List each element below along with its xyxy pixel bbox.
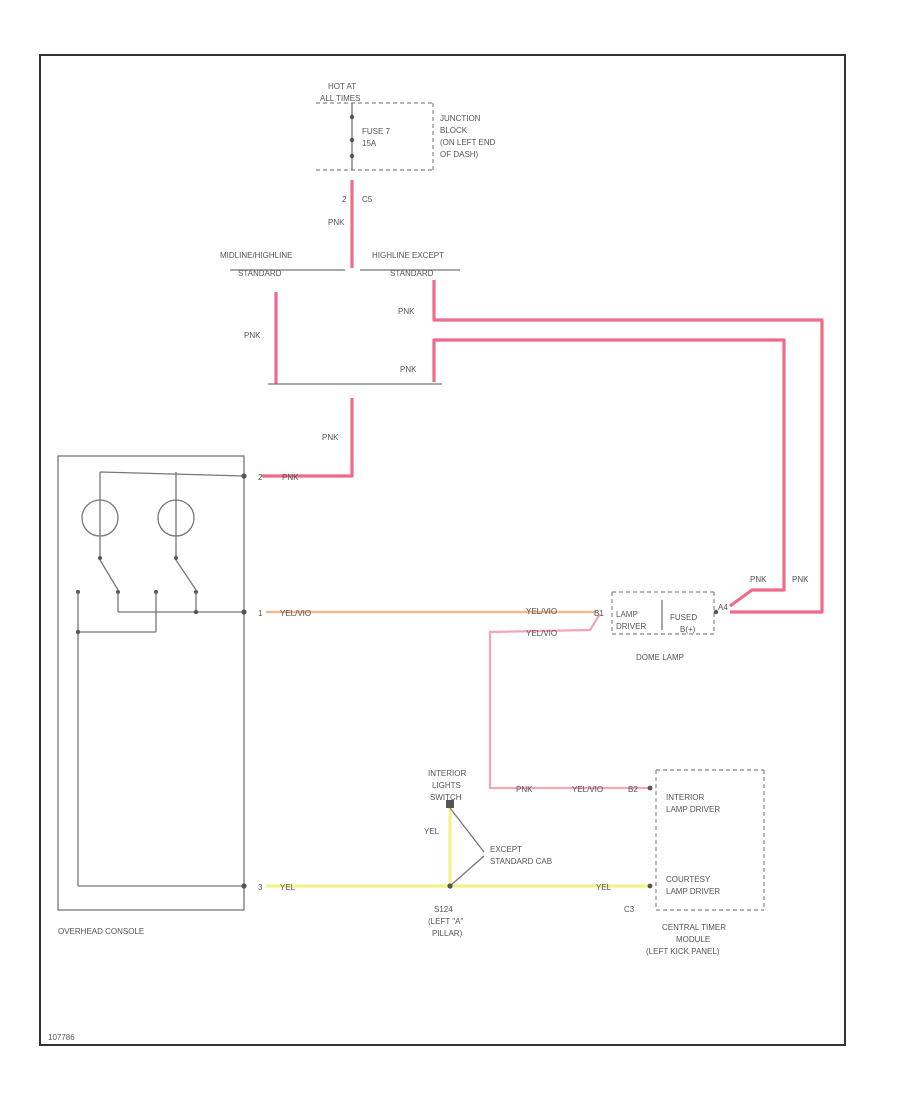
connector-c5-label: C5	[362, 195, 373, 204]
interior-lamp-driver-label: INTERIOR	[666, 793, 704, 802]
yel-vio-label-2: YEL/VIO	[526, 607, 557, 616]
switch-right-icon	[175, 559, 197, 591]
option-left-label: MIDLINE/HIGHLINE	[220, 251, 292, 260]
hot-at-label: HOT AT	[328, 82, 356, 91]
console-pin-3: 3	[258, 883, 263, 892]
overhead-console-label: OVERHEAD CONSOLE	[58, 927, 144, 936]
splice-loc-label-2: PILLAR)	[432, 929, 463, 938]
option-right-label-2: STANDARD	[390, 269, 434, 278]
pink-wires	[262, 180, 824, 614]
yel-vio-wire-down	[488, 613, 648, 790]
junction-block-label: JUNCTION	[440, 114, 481, 123]
except-standard-cab-label-2: STANDARD CAB	[490, 857, 552, 866]
figure-id: 107786	[48, 1033, 75, 1042]
yel-vio-label-4: YEL/VIO	[572, 785, 603, 794]
pnk-label-8: PNK	[792, 575, 809, 584]
interior-lights-switch-icon	[446, 800, 454, 808]
all-times-label: ALL TIMES	[320, 94, 360, 103]
splice-label: S124	[434, 905, 453, 914]
connector-c5-pin: 2	[342, 195, 347, 204]
junction-block: HOT AT ALL TIMES FUSE 7 15A JUNCTION BLO…	[316, 82, 496, 204]
ctm-label-3: (LEFT KICK PANEL)	[646, 947, 720, 956]
junction-block-label-4: OF DASH)	[440, 150, 479, 159]
diagram-border	[39, 54, 846, 1046]
ctm-pin-b2: B2	[628, 785, 638, 794]
yellow-wires: YEL YEL YEL INTERIOR LIGHTS SWITCH EXCEP…	[266, 769, 648, 938]
fused-b-label-2: B(+)	[680, 625, 696, 634]
ctm-pin-c3: C3	[624, 905, 635, 914]
splice-dot	[447, 883, 453, 889]
courtesy-lamp-driver-label: COURTESY	[666, 875, 711, 884]
yel-label-2: YEL	[424, 827, 440, 836]
lamp-driver-label: LAMP	[616, 610, 638, 619]
dome-pin-a4: A4	[718, 603, 728, 612]
pnk-label-2: PNK	[398, 307, 415, 316]
interior-lights-switch-label-2: LIGHTS	[432, 781, 461, 790]
overhead-console: 2 1 3 OVERHEAD CONSOLE	[57, 455, 263, 936]
junction-block-label-3: (ON LEFT END	[440, 138, 496, 147]
pnk-label-3: PNK	[244, 331, 261, 340]
option-right-label: HIGHLINE EXCEPT	[372, 251, 444, 260]
interior-lights-switch-label: INTERIOR	[428, 769, 466, 778]
pnk-wire-right-inner	[432, 338, 786, 608]
pnk-label-4: PNK	[400, 365, 417, 374]
yel-vio-label-3: YEL/VIO	[526, 629, 557, 638]
junction-block-label-2: BLOCK	[440, 126, 468, 135]
ctm-label: CENTRAL TIMER	[662, 923, 726, 932]
fuse-amp-label: 15A	[362, 139, 377, 148]
dome-lamp: LAMP DRIVER FUSED B(+) A4 DOME LAMP	[611, 591, 728, 662]
pnk-wire-to-console	[262, 398, 354, 478]
except-standard-cab-label: EXCEPT	[490, 845, 522, 854]
pnk-label-6: PNK	[282, 473, 299, 482]
pnk-label-5: PNK	[322, 433, 339, 442]
splice-loc-label: (LEFT "A"	[428, 917, 463, 926]
pnk-label-9: PNK	[516, 785, 533, 794]
option-branch: MIDLINE/HIGHLINE STANDARD HIGHLINE EXCEP…	[220, 218, 809, 584]
yel-vio-label-1: YEL/VIO	[280, 609, 311, 618]
console-pin-2: 2	[258, 473, 263, 482]
yel-vio-wires: YEL/VIO YEL/VIO YEL/VIO PNK YEL/VIO B1 B…	[266, 607, 648, 794]
fuse-label: FUSE 7	[362, 127, 391, 136]
console-pin-1: 1	[258, 609, 263, 618]
dome-lamp-label: DOME LAMP	[636, 653, 684, 662]
ctm-label-2: MODULE	[676, 935, 710, 944]
interior-lights-switch-label-3: SWITCH	[430, 793, 462, 802]
dome-pin-b1: B1	[594, 609, 604, 618]
pnk-wire-right-outer	[432, 280, 824, 614]
pnk-label-7: PNK	[750, 575, 767, 584]
courtesy-lamp-driver-label-2: LAMP DRIVER	[666, 887, 720, 896]
yel-label-3: YEL	[596, 883, 612, 892]
interior-lamp-driver-label-2: LAMP DRIVER	[666, 805, 720, 814]
option-left-label-2: STANDARD	[238, 269, 282, 278]
yel-label-1: YEL	[280, 883, 296, 892]
fused-b-label: FUSED	[670, 613, 697, 622]
lamp-driver-label-2: DRIVER	[616, 622, 646, 631]
central-timer-module: INTERIOR LAMP DRIVER COURTESY LAMP DRIVE…	[646, 769, 765, 956]
switch-left-icon	[99, 559, 119, 591]
pnk-label-1: PNK	[328, 218, 345, 227]
